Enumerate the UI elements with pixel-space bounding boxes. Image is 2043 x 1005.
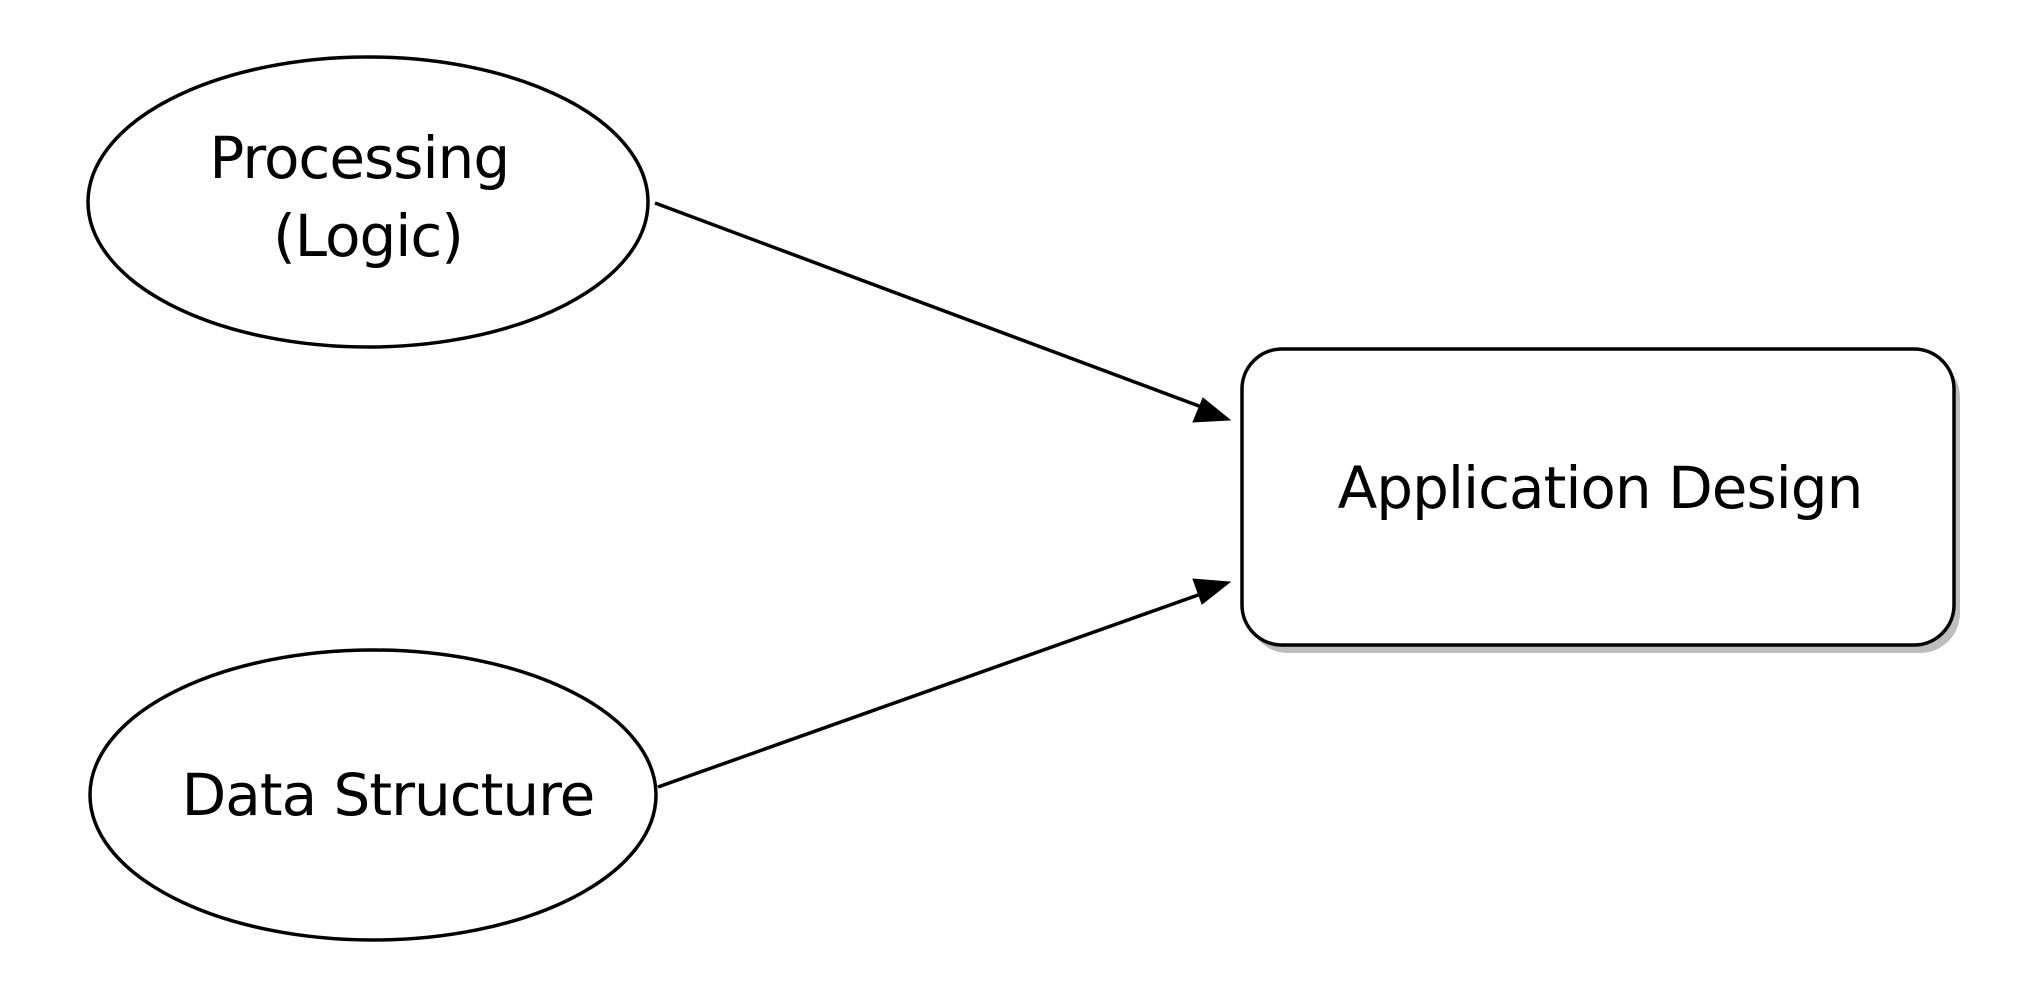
node-data-structure-label: Data Structure: [182, 761, 595, 829]
node-processing-label: Processing (Logic): [209, 124, 526, 270]
edge-line: [654, 201, 1216, 414]
node-processing-label-line-1: Processing: [209, 124, 509, 192]
node-processing-ellipse: [86, 55, 650, 349]
node-application-design-box: [1240, 347, 1956, 647]
edge-data-structure-to-application-design: [657, 578, 1232, 789]
arrowhead-icon: [1192, 397, 1232, 423]
node-processing-label-line-2: (Logic): [273, 202, 463, 270]
arrowhead-icon: [1192, 578, 1232, 605]
node-application-design-label: Application Design: [1338, 454, 1863, 522]
node-data-structure-ellipse: [88, 648, 658, 942]
edge-line: [657, 587, 1216, 789]
node-application-design[interactable]: Application Design: [1240, 347, 1960, 653]
node-data-structure[interactable]: Data Structure: [88, 648, 658, 942]
node-processing[interactable]: Processing (Logic): [86, 55, 650, 349]
edge-processing-to-application-design: [654, 201, 1232, 423]
